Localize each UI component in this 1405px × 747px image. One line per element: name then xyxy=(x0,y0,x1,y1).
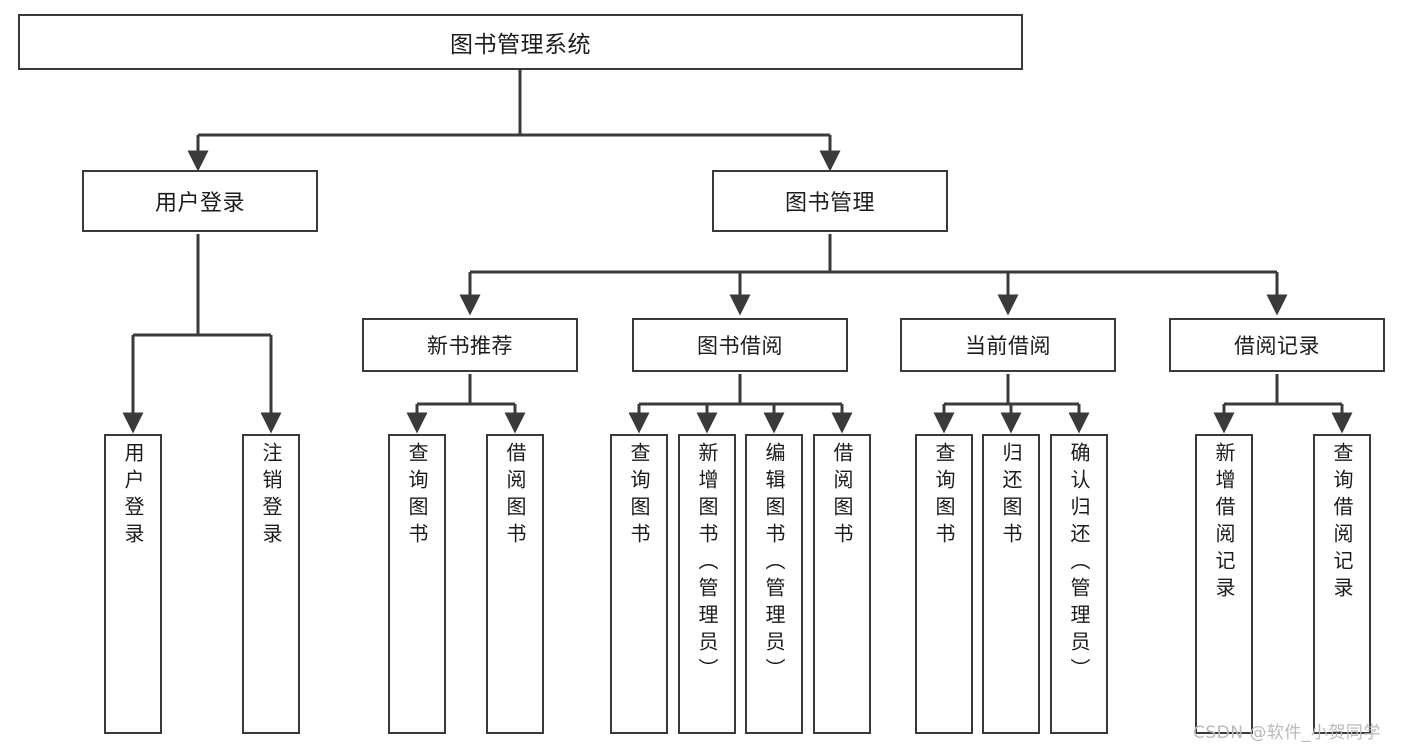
node-label: 确认归还（管理员） xyxy=(1067,442,1091,685)
node-label: 查询图书 xyxy=(405,442,429,550)
leaf-book-borrow-edit-book-admin[interactable]: 编辑图书（管理员） xyxy=(745,434,803,734)
leaf-book-borrow-add-book-admin[interactable]: 新增图书（管理员） xyxy=(678,434,736,734)
node-label: 新书推荐 xyxy=(427,334,513,358)
node-label: 新增图书（管理员） xyxy=(695,442,719,685)
leaf-new-book-query-book[interactable]: 查询图书 xyxy=(388,434,446,734)
node-label: 注销登录 xyxy=(259,442,283,550)
node-label: 借阅图书 xyxy=(503,442,527,550)
node-book-borrow[interactable]: 图书借阅 xyxy=(632,318,848,372)
node-label: 图书管理 xyxy=(784,191,875,216)
node-label: 新增借阅记录 xyxy=(1212,442,1236,604)
node-label: 查询图书 xyxy=(627,442,651,550)
csdn-watermark: CSDN @软件_小贺同学 xyxy=(1193,723,1381,743)
node-label: 借阅记录 xyxy=(1234,334,1320,358)
node-label: 查询借阅记录 xyxy=(1330,442,1354,604)
node-label: 编辑图书（管理员） xyxy=(762,442,786,685)
leaf-current-borrow-return-book[interactable]: 归还图书 xyxy=(982,434,1040,734)
leaf-current-borrow-confirm-return-admin[interactable]: 确认归还（管理员） xyxy=(1050,434,1108,734)
node-label: 用户登录 xyxy=(121,442,145,550)
leaf-book-borrow-query-book[interactable]: 查询图书 xyxy=(610,434,668,734)
node-book-management[interactable]: 图书管理 xyxy=(712,170,948,232)
node-label: 当前借阅 xyxy=(965,334,1051,358)
node-borrow-record[interactable]: 借阅记录 xyxy=(1169,318,1385,372)
leaf-book-borrow-borrow-book[interactable]: 借阅图书 xyxy=(813,434,871,734)
node-user-login[interactable]: 用户登录 xyxy=(82,170,318,232)
node-label: 归还图书 xyxy=(999,442,1023,550)
node-new-book-recommend[interactable]: 新书推荐 xyxy=(362,318,578,372)
node-current-borrow[interactable]: 当前借阅 xyxy=(900,318,1116,372)
leaf-current-borrow-query-book[interactable]: 查询图书 xyxy=(915,434,973,734)
node-label: 图书管理系统 xyxy=(450,32,591,58)
leaf-borrow-record-query-record[interactable]: 查询借阅记录 xyxy=(1313,434,1371,734)
node-root-book-management-system[interactable]: 图书管理系统 xyxy=(18,14,1023,70)
node-label: 用户登录 xyxy=(154,191,245,216)
leaf-new-book-borrow-book[interactable]: 借阅图书 xyxy=(486,434,544,734)
leaf-borrow-record-add-record[interactable]: 新增借阅记录 xyxy=(1195,434,1253,734)
node-label: 借阅图书 xyxy=(830,442,854,550)
node-label: 查询图书 xyxy=(932,442,956,550)
node-label: 图书借阅 xyxy=(697,334,783,358)
leaf-user-login-logout[interactable]: 注销登录 xyxy=(242,434,300,734)
leaf-user-login-login[interactable]: 用户登录 xyxy=(104,434,162,734)
